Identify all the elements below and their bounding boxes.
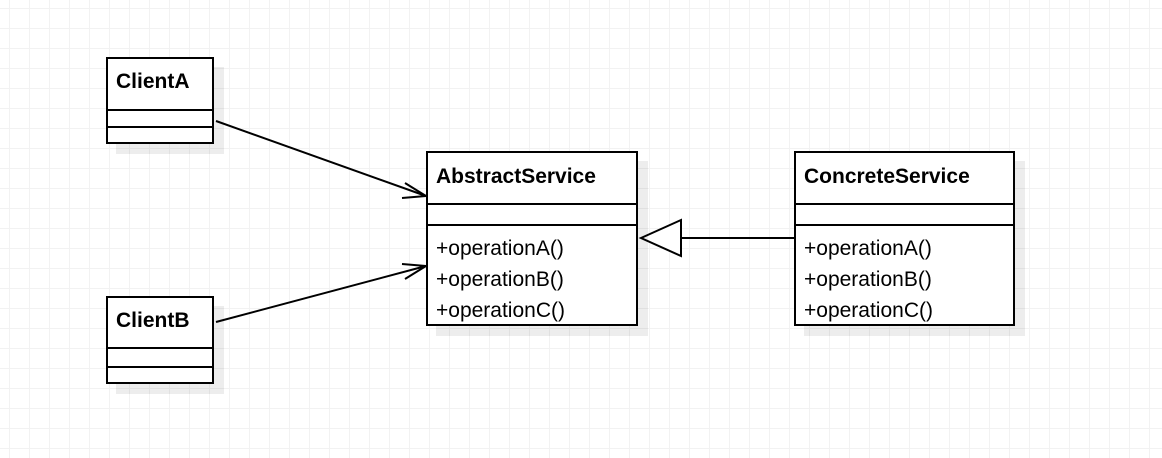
class-name-section: AbstractService: [428, 153, 636, 203]
operation: +operationA(): [804, 237, 932, 260]
class-client-b[interactable]: ClientB: [106, 296, 214, 384]
class-name: AbstractService: [436, 165, 596, 188]
association-client-b-to-abstract-service[interactable]: [215, 263, 430, 323]
operation: +operationA(): [436, 237, 564, 260]
association-client-a-to-abstract-service[interactable]: [215, 120, 430, 199]
operation: +operationC(): [436, 299, 565, 322]
class-name: ConcreteService: [804, 165, 970, 188]
attributes-section: [108, 109, 212, 126]
operation: +operationC(): [804, 299, 933, 322]
operation: +operationB(): [436, 268, 564, 291]
class-name-section: ConcreteService: [796, 153, 1013, 203]
class-name: ClientA: [116, 70, 190, 93]
operations-section: +operationA() +operationB() +operationC(…: [428, 224, 636, 324]
attributes-section: [428, 203, 636, 224]
operations-section: [108, 126, 212, 144]
attributes-section: [796, 203, 1013, 224]
operations-section: [108, 366, 212, 384]
class-client-a[interactable]: ClientA: [106, 57, 214, 144]
operations-section: +operationA() +operationB() +operationC(…: [796, 224, 1013, 324]
generalization-concrete-to-abstract-service[interactable]: [638, 218, 794, 258]
operation: +operationB(): [804, 268, 932, 291]
class-name-section: ClientA: [108, 59, 212, 109]
class-name-section: ClientB: [108, 298, 212, 347]
class-abstract-service[interactable]: AbstractService +operationA() +operation…: [426, 151, 638, 326]
class-name: ClientB: [116, 309, 190, 332]
class-concrete-service[interactable]: ConcreteService +operationA() +operation…: [794, 151, 1015, 326]
inheritance-arrowhead-icon: [638, 218, 682, 258]
attributes-section: [108, 347, 212, 366]
